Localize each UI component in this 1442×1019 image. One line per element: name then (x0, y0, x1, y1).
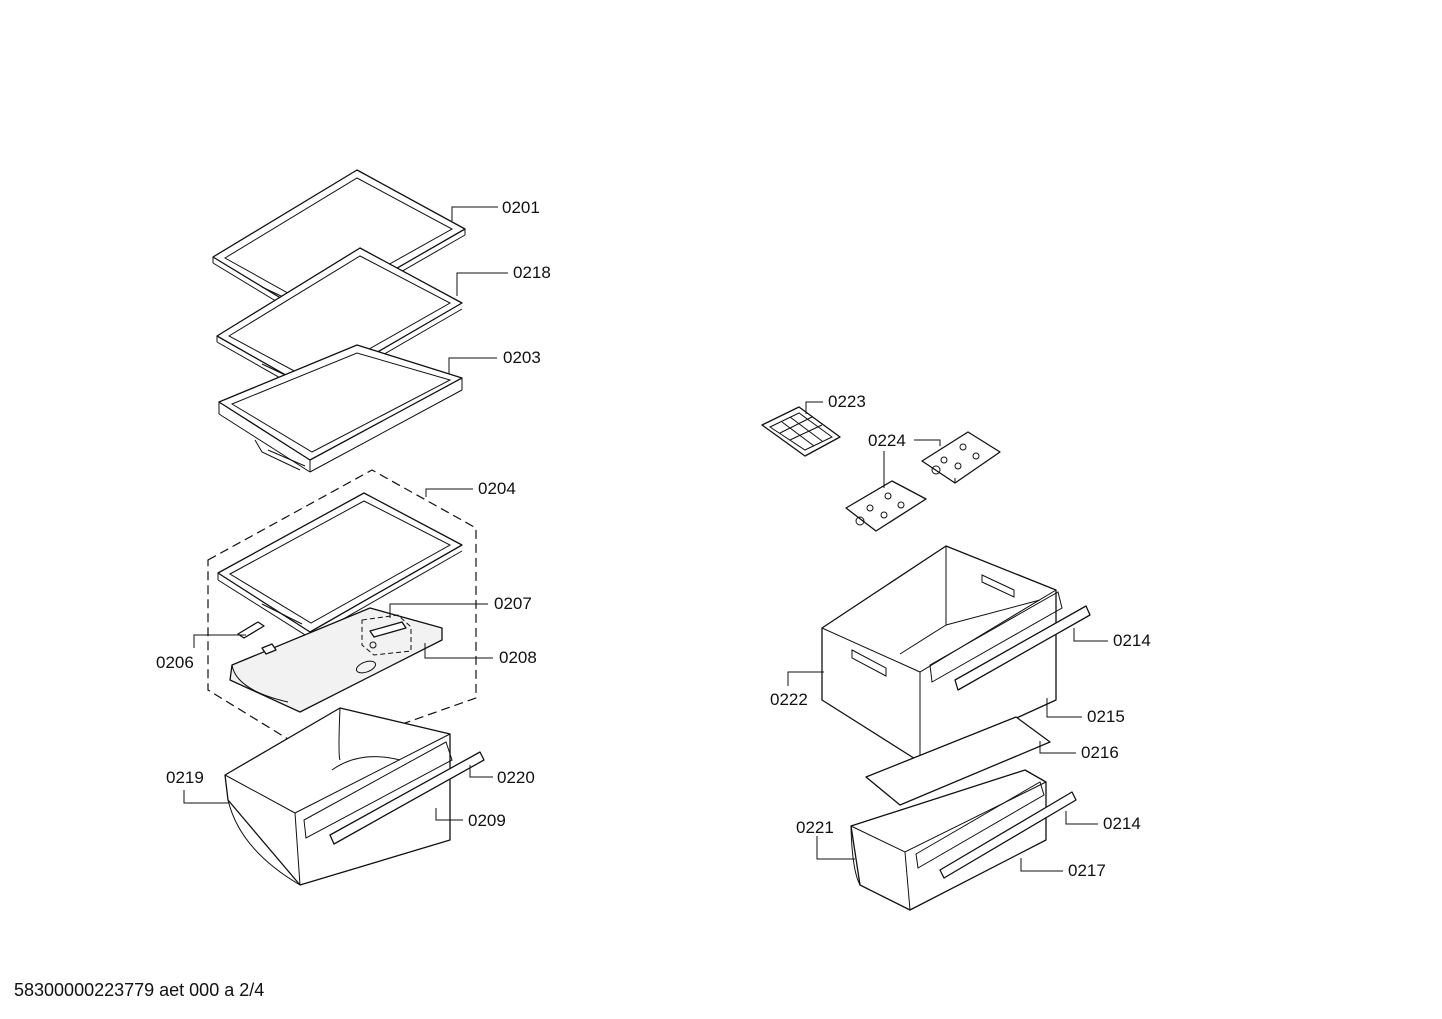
ice-tray-0223 (761, 406, 841, 457)
callout-0206: 0206 (156, 634, 246, 672)
callout-label: 0214 (1113, 631, 1151, 650)
callout-0216: 0216 (1039, 741, 1119, 762)
callout-0204: 0204 (425, 479, 516, 498)
callout-0214-upper: 0214 (1073, 628, 1151, 650)
callout-label: 0207 (494, 594, 532, 613)
callout-0217: 0217 (1020, 858, 1106, 880)
callout-0220: 0220 (469, 765, 535, 787)
callout-0207: 0207 (389, 594, 532, 618)
drawer-0219 (224, 707, 485, 886)
callout-label: 0224 (868, 431, 906, 450)
callout-label: 0208 (499, 648, 537, 667)
shelf-assembly-0204 (207, 469, 477, 756)
freezer-drawer-0221 (850, 769, 1077, 911)
callout-label: 0206 (156, 653, 194, 672)
callout-0215: 0215 (1046, 698, 1125, 726)
cold-pack-0224-right (921, 431, 1001, 484)
callout-label: 0203 (503, 348, 541, 367)
document-code: 58300000223779 aet 000 a 2/4 (14, 980, 265, 1000)
callout-label: 0201 (502, 198, 540, 217)
callout-label: 0223 (828, 392, 866, 411)
callout-label: 0222 (770, 690, 808, 709)
callout-0208: 0208 (424, 643, 537, 667)
callout-label: 0219 (166, 768, 204, 787)
callout-label: 0204 (478, 479, 516, 498)
callout-label: 0218 (513, 263, 551, 282)
callout-label: 0220 (497, 768, 535, 787)
callout-0222: 0222 (770, 671, 824, 709)
freezer-drawer-0222 (821, 545, 1091, 763)
callout-0218: 0218 (456, 263, 551, 296)
callout-label: 0216 (1081, 743, 1119, 762)
callout-0209: 0209 (435, 808, 506, 830)
callout-label: 0209 (468, 811, 506, 830)
callout-0221: 0221 (796, 818, 855, 860)
callout-0201: 0201 (451, 198, 540, 221)
callout-label: 0217 (1068, 861, 1106, 880)
divider-plate-0216 (865, 716, 1051, 806)
shelf-frame-0203 (218, 344, 463, 473)
callout-0223: 0223 (805, 392, 866, 414)
callout-label: 0215 (1087, 707, 1125, 726)
callout-0214-lower: 0214 (1065, 811, 1141, 833)
callout-label: 0221 (796, 818, 834, 837)
callout-label: 0214 (1103, 814, 1141, 833)
callout-0224: 0224 (868, 431, 941, 488)
callout-0203: 0203 (448, 348, 541, 374)
callout-0219: 0219 (166, 768, 229, 804)
cold-pack-0224-left (845, 480, 927, 532)
